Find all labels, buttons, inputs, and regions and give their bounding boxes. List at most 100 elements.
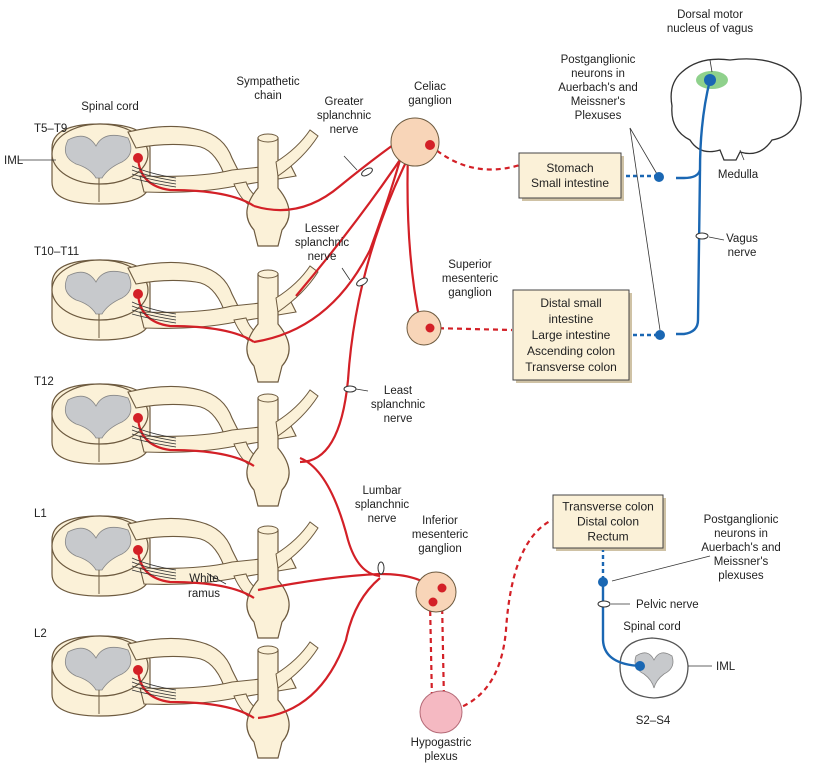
spinal-segment-l2 (51, 635, 319, 759)
hypogastric-plexus (419, 690, 463, 734)
label-greater-splanchnic-line-1: Greater (325, 96, 364, 108)
chain-top (257, 133, 279, 143)
leader-line-3 (341, 267, 351, 281)
inferior-mesenteric-neuron-2 (428, 597, 438, 607)
box-transverse-distal-colon-rectum-line-3: Rectum (587, 530, 628, 544)
box-stomach-small-intestine-line-2: Small intestine (531, 176, 609, 190)
label-greater-splanchnic-line-2: splanchnic (317, 110, 372, 122)
spinal-nerve (139, 555, 297, 585)
iml-neuron-l1 (133, 545, 143, 555)
chain-ganglion (246, 529, 290, 639)
label-greater-splanchnic-line-3: nerve (330, 124, 359, 136)
spinal-segment-t5-t9 (51, 123, 319, 247)
ventral-rootlet (131, 177, 177, 188)
label-least-splanchnic-line-2: splanchnic (371, 399, 426, 411)
chain-branch (275, 641, 319, 689)
spinal-nerve (139, 299, 297, 329)
box-distal-small-intestine-colon-line-2: intestine (549, 312, 594, 326)
label-lumbar-splanchnic-line-1: Lumbar (363, 485, 402, 497)
lumbar-descending (299, 456, 381, 578)
label-postganglionic-lower-line-5: plexuses (718, 570, 764, 582)
grey-matter (64, 646, 132, 691)
label-white-ramus-line-1: White (189, 573, 218, 585)
celiac-ganglion (390, 117, 440, 167)
ventral-rootlet (131, 565, 177, 577)
label-t10-t11: T10–T11 (34, 246, 79, 258)
chain-branch (275, 389, 319, 437)
label-dorsal-motor-nucleus-line-2: nucleus of vagus (667, 23, 754, 35)
nerve-layer (18, 59, 745, 720)
spinal-segment-t10-t11 (51, 259, 319, 383)
enteric-neuron-upper (654, 172, 664, 182)
label-postganglionic-upper-line-5: Plexuses (575, 110, 622, 122)
label-postganglionic-upper-line-3: Auerbach's and (558, 82, 638, 94)
superior-mesenteric-postganglionic (429, 326, 513, 332)
label-white-ramus-line-2: ramus (188, 588, 220, 600)
label-inferior-mesenteric-line-2: mesenteric (412, 529, 468, 541)
enteric-neuron-lower (655, 330, 665, 340)
label-least-splanchnic-line-3: nerve (384, 413, 413, 425)
chain-ganglion (246, 649, 290, 759)
leader-line-4 (355, 388, 369, 392)
ventral-rootlet (131, 429, 177, 442)
label-inferior-mesenteric-line-1: Inferior (422, 515, 458, 527)
chain-ganglion (246, 137, 290, 247)
label-sympathetic-chain-line-2: chain (254, 90, 282, 102)
lesser-splanchnic-branch (295, 147, 409, 297)
chain-top (257, 645, 279, 655)
superior-mesenteric-ganglion (406, 310, 442, 346)
nerve-marker-3 (343, 385, 357, 393)
label-postganglionic-lower-line-2: neurons in (714, 528, 768, 540)
greater-splanchnic-nerve (253, 139, 401, 212)
box-transverse-distal-colon-rectum-line-1: Transverse colon (562, 500, 654, 514)
inferior-mesenteric-ganglion (415, 571, 457, 613)
nerve-marker-5 (695, 232, 709, 240)
ventral-rootlet (131, 685, 177, 697)
label-dorsal-motor-nucleus-line-1: Dorsal motor (677, 9, 743, 21)
spinal-nerve (139, 675, 297, 705)
iml-neuron-t5-t9 (133, 153, 143, 163)
leader-line-7 (629, 127, 661, 331)
ventral-rootlet (131, 433, 177, 445)
label-spinal-cord-lower: Spinal cord (623, 621, 681, 633)
ventral-rootlet (131, 173, 177, 185)
leader-line-5 (207, 573, 227, 585)
box-transverse-distal-colon-rectum-line-2: Distal colon (577, 515, 639, 529)
label-superior-mesenteric-line-2: mesenteric (442, 273, 498, 285)
label-celiac-ganglion-line-2: ganglion (408, 95, 451, 107)
label-postganglionic-upper-line-4: Meissner's (571, 96, 626, 108)
ventral-rootlet (131, 689, 177, 700)
label-iml: IML (4, 155, 24, 167)
iml-neuron-t10-t11 (133, 289, 143, 299)
iml-neuron-l2 (133, 665, 143, 675)
label-least-splanchnic-line-1: Least (384, 385, 413, 397)
spinal-segment-l1 (51, 515, 319, 639)
chain-ganglion (246, 397, 290, 507)
grey-matter (64, 394, 132, 439)
label-postganglionic-lower-line-3: Auerbach's and (701, 542, 781, 554)
box-distal-small-intestine-colon (512, 289, 630, 381)
label-postganglionic-lower-line-1: Postganglionic (704, 514, 779, 526)
box-transverse-distal-colon-rectum (552, 494, 664, 549)
leader-line-12 (611, 555, 711, 582)
chain-branch (275, 265, 319, 313)
least-splanchnic-nerve (299, 149, 413, 464)
chain-branch (275, 129, 319, 177)
label-medulla: Medulla (718, 169, 759, 181)
grey-matter (64, 526, 132, 571)
label-l1: L1 (34, 508, 47, 520)
label-lumbar-splanchnic-line-2: splanchnic (355, 499, 410, 511)
label-l2: L2 (34, 628, 47, 640)
label-hypogastric-plexus-line-2: plexus (424, 751, 457, 763)
nerve-marker-6 (597, 600, 611, 608)
spinal-nerve (139, 423, 297, 453)
label-postganglionic-upper-line-1: Postganglionic (561, 54, 636, 66)
label-postganglionic-upper-line-2: neurons in (571, 68, 625, 80)
spinal-nerve (139, 163, 297, 193)
label-iml-lower: IML (716, 661, 736, 673)
label-pelvic-nerve: Pelvic nerve (636, 599, 699, 611)
celiac-postganglionic (429, 144, 521, 171)
leader-line-8 (739, 149, 745, 161)
box-stomach-small-intestine (518, 152, 622, 199)
